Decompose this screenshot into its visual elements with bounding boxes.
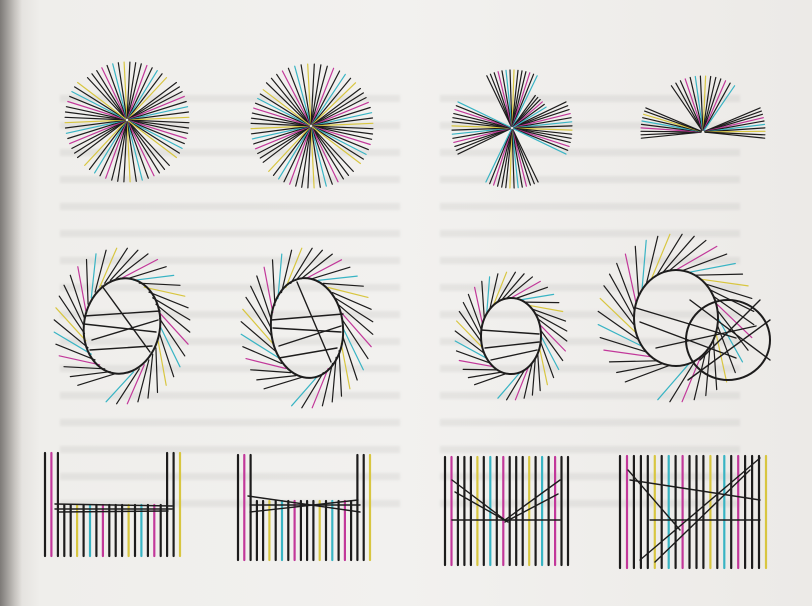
circle-weave-2 [241,248,373,408]
thread-line [610,361,657,362]
thread-circle [686,300,770,380]
thread-line [251,370,291,373]
thread-line [313,267,350,278]
thread-line [491,350,537,360]
thread-line [532,358,535,395]
thread-line [264,377,301,388]
fan-cross-1 [65,62,189,182]
thread-line [482,281,485,318]
thread-grid-2 [238,455,370,560]
thread-grid-4 [620,456,766,568]
thread-line [92,320,158,340]
thread-line [617,364,663,373]
thread-line [312,369,328,408]
thread-line [658,364,689,400]
thread-line [485,342,539,348]
thread-line [318,276,357,280]
thread-line [248,496,360,512]
thread-line [713,340,716,390]
thread-line [625,365,669,382]
thread-line [625,254,636,303]
thread-line [538,353,541,390]
thread-line [505,480,560,520]
thread-line [323,283,363,286]
thread-line [286,248,302,287]
thread-line [487,277,490,314]
thread-line [271,314,343,320]
thread-line [158,341,166,386]
thread-line [341,344,350,389]
thread-line [498,372,520,398]
thread-line [264,267,273,312]
thread-line [642,240,646,289]
thread-line [156,348,158,393]
thread-line [58,511,168,512]
thread-line [134,275,174,280]
circle-weave-4 [598,234,770,401]
thread-line [292,376,319,406]
circle-weave-3 [455,272,567,400]
thread-line [540,348,548,385]
thread-grid-1 [45,453,180,556]
thread-line [90,346,152,350]
thread-line [630,480,760,500]
circle-weave-1 [54,248,190,404]
thread-line [695,274,742,275]
thread-line [475,287,483,324]
thread-line [297,282,331,362]
thread-line [640,458,760,560]
thread-grid-3 [445,457,568,565]
thread-line [525,302,559,303]
thread-line [70,372,110,377]
thread-line [689,264,735,273]
thread-line [505,494,558,522]
thread-line [646,108,701,131]
thread-line [481,330,539,334]
thread-line [250,500,358,512]
thread-line [78,267,86,312]
thread-line [705,131,765,132]
thread-line [455,492,508,522]
thread-line [257,376,296,380]
thread-line [273,260,275,306]
thread-line [102,286,150,352]
thread-circle [76,272,168,380]
thread-line [339,351,341,397]
thread-line [87,260,89,305]
fan-cross-2 [251,64,373,188]
fan-cross-4 [641,76,765,138]
thread-line [475,374,507,385]
thread-line [463,369,497,370]
fan-cross-3 [452,70,572,188]
thread-line [635,246,638,296]
thread-line [705,108,760,131]
thread-line [716,333,727,382]
thread-circle [481,298,541,374]
thread-circle [634,270,718,366]
